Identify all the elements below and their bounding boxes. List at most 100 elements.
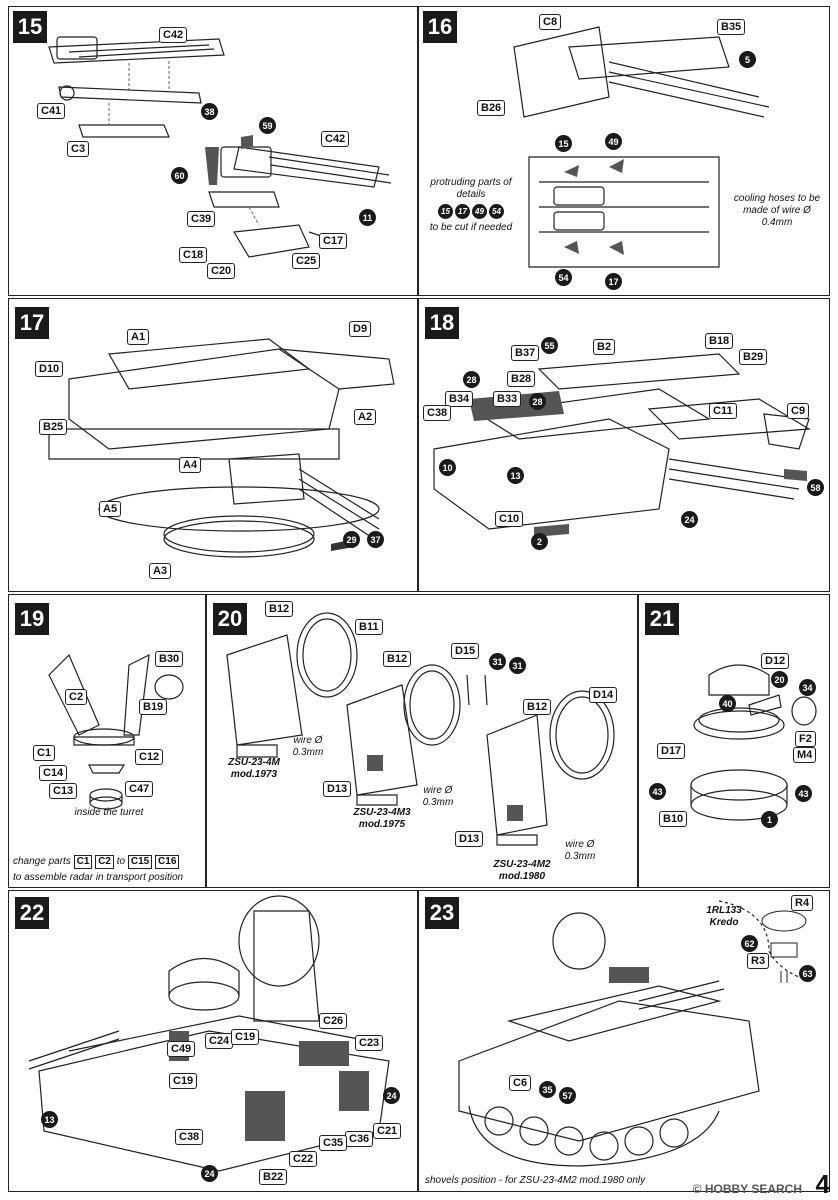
part-label: D9	[349, 321, 372, 337]
part-label: C3	[67, 141, 90, 157]
part-number: 49	[472, 204, 487, 219]
part-label: M4	[793, 747, 817, 763]
part-label: C1	[73, 855, 93, 869]
part-label: B19	[139, 699, 168, 715]
step-number: 22	[15, 897, 49, 929]
watermark: © HOBBY SEARCH	[692, 1182, 802, 1196]
step-15-drawing	[48, 36, 392, 258]
part-label: C2	[95, 855, 114, 869]
part-label: C42	[321, 131, 350, 147]
part-number: 29	[343, 531, 360, 548]
note-text: to be cut if needed	[429, 222, 513, 233]
part-label: A3	[149, 563, 172, 579]
part-number: 24	[681, 511, 698, 528]
part-number: 38	[201, 103, 218, 120]
note-text: change parts	[13, 856, 71, 867]
step-number: 23	[425, 897, 459, 929]
part-label: A5	[99, 501, 122, 517]
part-label: D12	[761, 653, 790, 669]
part-number: 28	[529, 393, 546, 410]
part-number: 58	[807, 479, 824, 496]
part-number: 40	[719, 695, 736, 712]
note-cooling-hoses: cooling hoses to be made of wire Ø 0.4mm	[733, 193, 821, 228]
part-label: C19	[231, 1029, 260, 1045]
part-label: B34	[445, 391, 474, 407]
part-label: C23	[355, 1035, 384, 1051]
note-change-parts: change parts C1 C2 to C15 C16 to assembl…	[13, 855, 203, 884]
part-label: B29	[739, 349, 768, 365]
part-number: 34	[799, 679, 816, 696]
step-17-panel: 17 A1 D9 D10 A2 B25 A4 A5 A3 29 37	[8, 298, 418, 592]
part-number: 54	[489, 204, 504, 219]
note-part-numbers: 15 17 49 54	[438, 204, 504, 219]
step-number: 21	[645, 603, 679, 635]
part-label: B28	[507, 371, 536, 387]
part-number: 31	[489, 653, 506, 670]
variant-year: mod.1980	[498, 871, 546, 882]
part-number: 1	[761, 811, 778, 828]
step-number: 18	[425, 307, 459, 339]
part-label: R4	[791, 895, 814, 911]
variant-year: mod.1973	[230, 769, 278, 780]
part-number: 13	[41, 1111, 58, 1128]
step-21-drawing	[690, 664, 817, 821]
part-label: B10	[659, 811, 688, 827]
radar-nickname: Kredo	[709, 917, 739, 928]
part-number: 54	[555, 269, 572, 286]
part-label: F2	[795, 731, 816, 747]
step-19-panel: 19 B30 C2 B19 C1 C12 C14 C13 C47 inside …	[8, 594, 206, 888]
part-number: 17	[455, 204, 470, 219]
variant-label-1975: ZSU-23-4M3 mod.1975	[337, 807, 427, 831]
note-inside-turret: inside the turret	[74, 807, 144, 818]
part-label: C36	[345, 1131, 374, 1147]
part-number: 43	[795, 785, 812, 802]
part-label: C1	[33, 745, 56, 761]
part-number: 15	[438, 204, 453, 219]
step-20-drawing	[226, 612, 615, 846]
part-label: C10	[495, 511, 524, 527]
part-number: 57	[559, 1087, 576, 1104]
part-number: 60	[171, 167, 188, 184]
step-22-panel: 22 C26 C49 C24 C19 C23 C19 C38 C21 C36 C…	[8, 890, 418, 1192]
part-label: C9	[787, 403, 810, 419]
note-protruding: protruding parts of details 15 17 49 54 …	[421, 177, 521, 234]
part-label: C38	[423, 405, 452, 421]
part-label: B12	[265, 601, 294, 617]
footer-note: shovels position - for ZSU-23-4M2 mod.19…	[425, 1175, 646, 1186]
part-label: B25	[39, 419, 68, 435]
variant-label-1980: ZSU-23-4M2 mod.1980	[477, 859, 567, 883]
part-number: 59	[259, 117, 276, 134]
part-number: 37	[367, 531, 384, 548]
part-label: C12	[135, 749, 164, 765]
part-label: B11	[355, 619, 383, 635]
step-21-panel: 21 D12 D17 F2 M4 B10 40 20 34 43 43 1	[638, 594, 830, 888]
part-label: C26	[319, 1013, 348, 1029]
part-label: D14	[589, 687, 618, 703]
part-label: C14	[39, 765, 68, 781]
part-label: B22	[259, 1169, 288, 1185]
part-number: 5	[739, 51, 756, 68]
step-23-panel: 23 1RL133 Kredo R4 R3 C6 62 63 35 57 sho…	[418, 890, 830, 1192]
part-label: C24	[205, 1033, 234, 1049]
step-number: 16	[423, 11, 457, 43]
part-label: C13	[49, 783, 78, 799]
part-label: C35	[319, 1135, 348, 1151]
part-label: C42	[159, 27, 188, 43]
part-number: 43	[649, 783, 666, 800]
note-text: to	[116, 856, 126, 867]
variant-year: mod.1975	[358, 819, 406, 830]
part-label: C8	[539, 14, 562, 30]
part-label: C16	[155, 855, 180, 869]
part-number: 13	[507, 467, 524, 484]
part-label: C21	[373, 1123, 402, 1139]
part-number: 28	[463, 371, 480, 388]
part-label: B2	[593, 339, 616, 355]
radar-model: 1RL133	[706, 905, 742, 916]
part-number: 15	[555, 135, 572, 152]
step-18-drawing	[433, 353, 811, 537]
variant-name: ZSU-23-4M2	[493, 859, 551, 870]
part-label: C25	[292, 253, 321, 269]
step-17-drawing	[48, 338, 395, 558]
part-label: A1	[127, 329, 150, 345]
part-label: C41	[37, 103, 66, 119]
